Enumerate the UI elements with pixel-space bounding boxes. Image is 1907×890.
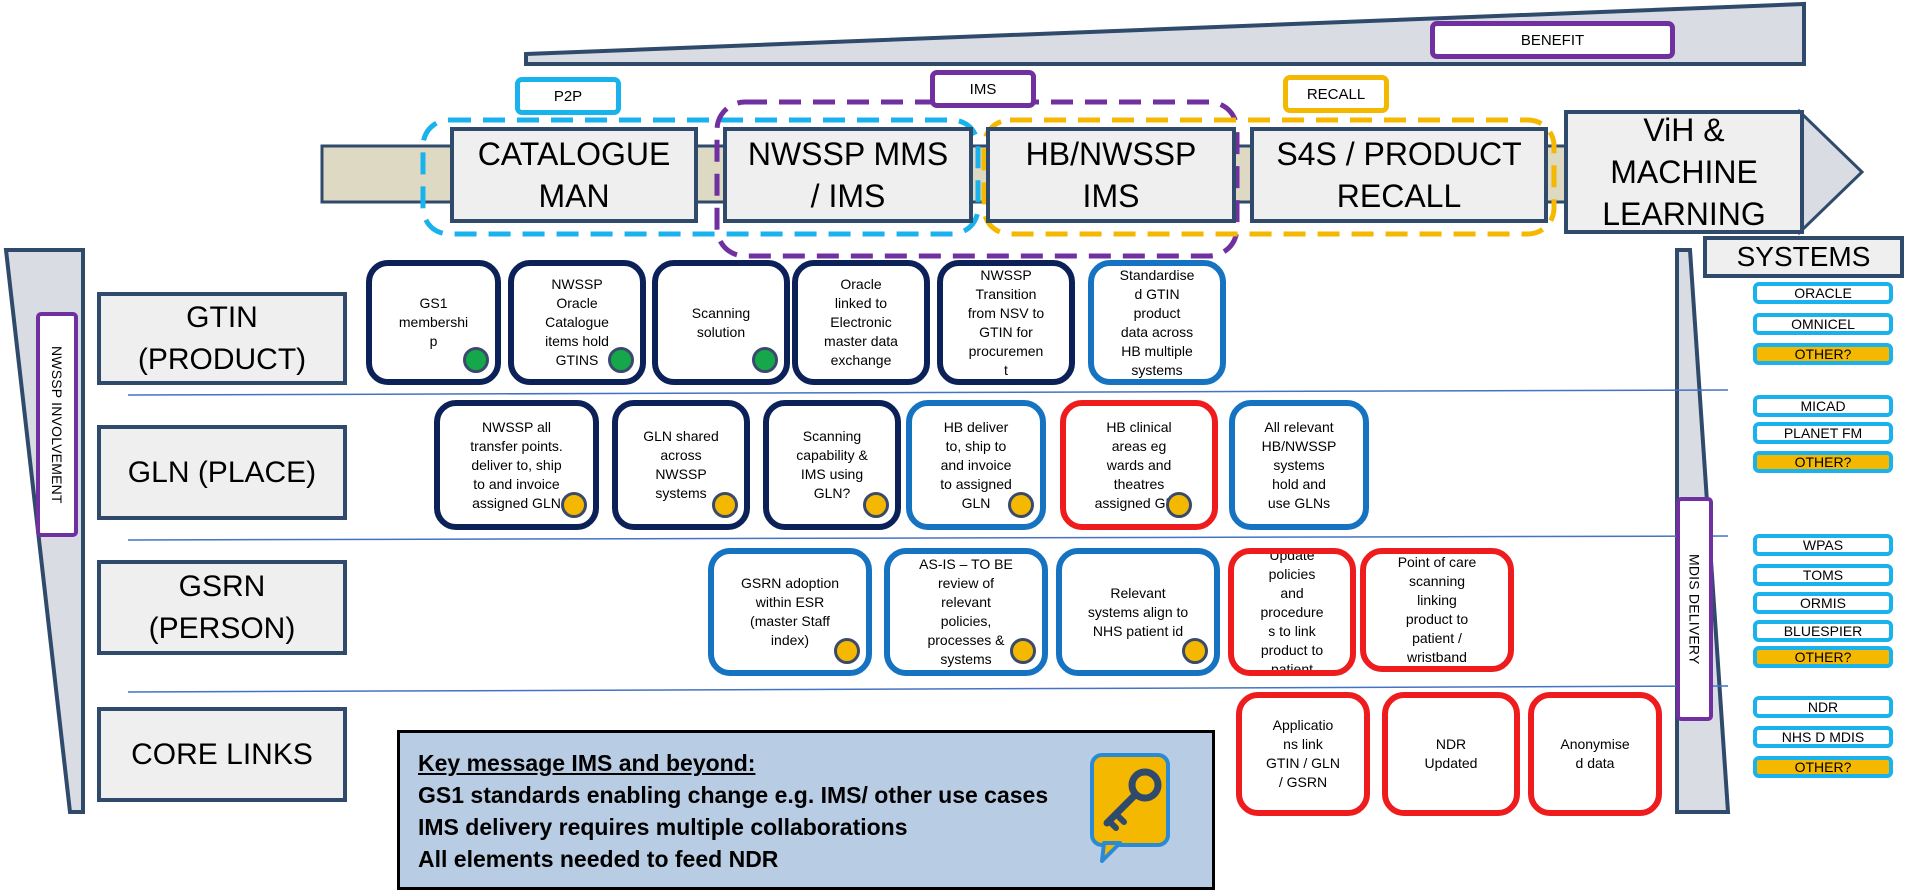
status-dot-yellow xyxy=(1008,492,1034,518)
status-dot-yellow xyxy=(1182,638,1208,664)
status-dot-yellow xyxy=(834,638,860,664)
system-oracle: ORACLE xyxy=(1753,282,1893,304)
key-message-line: All elements needed to feed NDR xyxy=(418,846,779,872)
system-other: OTHER? xyxy=(1753,343,1893,365)
benefit-label: BENEFIT xyxy=(1430,21,1675,59)
status-dot-yellow xyxy=(561,492,587,518)
status-dot-yellow xyxy=(1010,638,1036,664)
mdis-delivery-label: MDIS DELIVERY xyxy=(1676,497,1713,721)
system-wpas: WPAS xyxy=(1753,534,1893,556)
system-micad: MICAD xyxy=(1753,395,1893,417)
row-separator xyxy=(127,535,1729,541)
system-planet-fm: PLANET FM xyxy=(1753,422,1893,444)
recall-tag: RECALL xyxy=(1283,75,1389,113)
status-dot-yellow xyxy=(863,492,889,518)
row-label-gtin: GTIN(PRODUCT) xyxy=(97,292,347,385)
system-other: OTHER? xyxy=(1753,646,1893,668)
status-dot-green xyxy=(608,347,634,373)
status-dot-yellow xyxy=(1166,492,1192,518)
status-dot-green xyxy=(463,347,489,373)
row-label-gln: GLN (PLACE) xyxy=(97,425,347,520)
system-bluespier: BLUESPIER xyxy=(1753,620,1893,642)
recall-dashed-group xyxy=(981,117,1557,237)
system-toms: TOMS xyxy=(1753,564,1893,586)
key-message-line: IMS delivery requires multiple collabora… xyxy=(418,814,908,840)
key-icon xyxy=(1090,753,1170,863)
row-separator xyxy=(127,685,1729,693)
status-dot-green xyxy=(752,347,778,373)
key-message-heading: Key message IMS and beyond: xyxy=(418,750,756,776)
system-ormis: ORMIS xyxy=(1753,592,1893,614)
row-label-gsrn: GSRN(PERSON) xyxy=(97,560,347,655)
row-separator xyxy=(127,389,1729,396)
stage-mms-ims: NWSSP MMS/ IMS xyxy=(723,127,973,223)
status-dot-yellow xyxy=(712,492,738,518)
p2p-tag: P2P xyxy=(515,77,621,115)
process-arrow-head xyxy=(1798,108,1865,236)
nwssp-involvement-label: NWSSP INVOLVEMENT xyxy=(36,312,78,537)
key-message-line: GS1 standards enabling change e.g. IMS/ … xyxy=(418,782,1049,808)
p2p-dashed-group xyxy=(420,117,981,237)
system-nhs-d-mdis: NHS D MDIS xyxy=(1753,726,1893,748)
system-other: OTHER? xyxy=(1753,451,1893,473)
systems-title: SYSTEMS xyxy=(1703,236,1904,278)
system-other: OTHER? xyxy=(1753,756,1893,778)
ims-tag: IMS xyxy=(930,70,1036,108)
system-omnicel: OMNICEL xyxy=(1753,313,1893,335)
row-label-core-links: CORE LINKS xyxy=(97,707,347,802)
ims-dashed-group xyxy=(714,99,1240,259)
key-message-box: Key message IMS and beyond: GS1 standard… xyxy=(397,730,1215,890)
system-ndr: NDR xyxy=(1753,696,1893,718)
